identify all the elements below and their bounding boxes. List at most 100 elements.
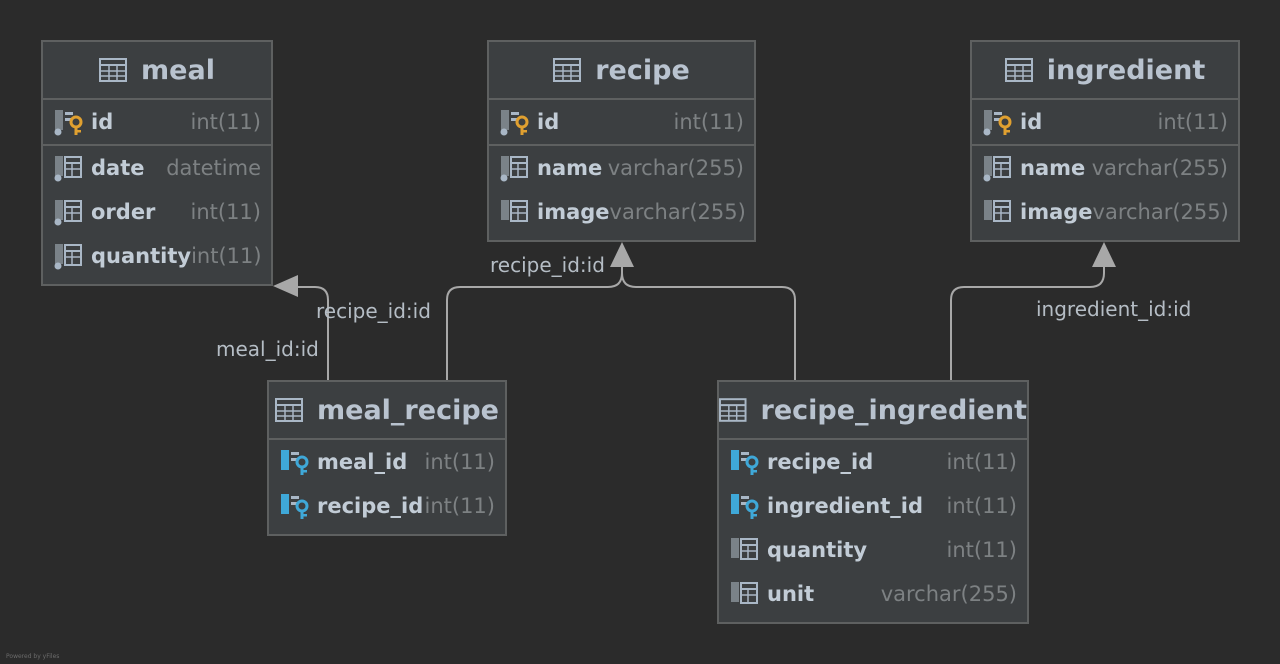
column-row[interactable]: recipe_id int(11) [269, 484, 505, 528]
table-meal[interactable]: meal id int(11) [41, 40, 273, 286]
column-type: int(11) [673, 110, 745, 134]
foreign-key-icon [281, 450, 309, 475]
column-row[interactable]: quantity int(11) [43, 234, 271, 278]
primary-key-icon [54, 110, 83, 136]
table-icon [1004, 58, 1033, 82]
table-ingredient[interactable]: ingredient id int(11) [970, 40, 1240, 242]
table-recipe-ingredient[interactable]: recipe_ingredient recipe_id int(11) [717, 380, 1029, 624]
primary-key-icon [500, 110, 529, 136]
arrowhead-meal [273, 275, 298, 297]
column-icon [984, 200, 1011, 222]
table-name: meal_recipe [317, 394, 499, 426]
relation-label-ingredient-id: ingredient_id:id [1036, 297, 1192, 321]
column-row[interactable]: image varchar(255) [972, 190, 1238, 234]
columns-section: recipe_id int(11) ingredient_id int(11) [719, 440, 1027, 616]
primary-key-section: id int(11) [972, 100, 1238, 146]
column-row[interactable]: id int(11) [489, 100, 754, 144]
column-type: varchar(255) [880, 582, 1017, 606]
foreign-key-icon [731, 494, 759, 519]
column-type: varchar(255) [1091, 156, 1228, 180]
table-icon [553, 58, 582, 82]
primary-key-icon [983, 110, 1012, 136]
column-type: varchar(255) [607, 156, 744, 180]
column-type: int(11) [190, 110, 262, 134]
connector-meal-recipe-to-meal [298, 286, 329, 380]
column-row[interactable]: recipe_id int(11) [719, 440, 1027, 484]
column-type: varchar(255) [1092, 200, 1229, 224]
column-icon [731, 582, 758, 604]
table-meal-recipe[interactable]: meal_recipe meal_id int(11) [267, 380, 507, 536]
column-row[interactable]: id int(11) [972, 100, 1238, 144]
column-type: int(11) [1157, 110, 1229, 134]
table-header: meal [43, 42, 271, 100]
table-name: recipe_ingredient [760, 394, 1027, 426]
column-row[interactable]: id int(11) [43, 100, 271, 144]
table-icon [719, 398, 747, 422]
column-type: datetime [166, 156, 261, 180]
column-name: recipe_id [317, 494, 424, 518]
relation-label-recipe-id-top: recipe_id:id [490, 253, 605, 277]
column-name: quantity [767, 538, 868, 562]
column-name: unit [767, 582, 815, 606]
column-row[interactable]: order int(11) [43, 190, 271, 234]
column-icon [500, 156, 528, 182]
table-name: ingredient [1046, 54, 1206, 86]
column-type: int(11) [424, 450, 496, 474]
column-icon [501, 200, 528, 222]
column-row[interactable]: name varchar(255) [972, 146, 1238, 190]
column-type: int(11) [191, 244, 262, 268]
table-name: recipe [595, 54, 690, 86]
column-icon [54, 200, 82, 226]
column-row[interactable]: meal_id int(11) [269, 440, 505, 484]
table-icon [275, 398, 304, 422]
column-name: name [1020, 156, 1086, 180]
primary-key-section: id int(11) [489, 100, 754, 146]
column-icon [54, 244, 82, 270]
table-recipe[interactable]: recipe id int(11) [487, 40, 756, 242]
column-name: meal_id [317, 450, 408, 474]
column-name: name [537, 156, 603, 180]
column-row[interactable]: name varchar(255) [489, 146, 754, 190]
table-icon [99, 58, 128, 82]
foreign-key-icon [281, 494, 309, 519]
column-name: id [91, 110, 114, 134]
connector-meal-recipe-to-recipe [446, 265, 623, 380]
column-name: recipe_id [767, 450, 874, 474]
table-header: meal_recipe [269, 382, 505, 440]
table-header: recipe [489, 42, 754, 100]
relation-label-meal-id: meal_id:id [216, 337, 319, 361]
powered-by-footer: Powered by yFiles [6, 653, 60, 660]
column-type: int(11) [424, 494, 496, 518]
column-type: int(11) [190, 200, 262, 224]
column-name: quantity [91, 244, 192, 268]
table-header: ingredient [972, 42, 1238, 100]
column-row[interactable]: quantity int(11) [719, 528, 1027, 572]
column-type: int(11) [946, 494, 1018, 518]
columns-section: name varchar(255) image varchar(255) [972, 146, 1238, 234]
column-type: int(11) [946, 538, 1018, 562]
column-row[interactable]: ingredient_id int(11) [719, 484, 1027, 528]
columns-section: name varchar(255) image varchar(255) [489, 146, 754, 234]
column-row[interactable]: unit varchar(255) [719, 572, 1027, 616]
arrowhead-ingredient [1092, 242, 1116, 267]
table-name: meal [141, 54, 215, 86]
column-name: image [537, 200, 610, 224]
column-type: int(11) [946, 450, 1018, 474]
foreign-key-icon [731, 450, 759, 475]
column-name: ingredient_id [767, 494, 923, 518]
column-row[interactable]: image varchar(255) [489, 190, 754, 234]
arrowhead-recipe [610, 242, 634, 267]
relation-label-recipe-id: recipe_id:id [316, 299, 431, 323]
table-header: recipe_ingredient [719, 382, 1027, 440]
column-name: date [91, 156, 145, 180]
connector-recipe-ingredient-to-recipe [621, 265, 796, 380]
column-name: id [537, 110, 560, 134]
column-icon [731, 538, 758, 560]
column-row[interactable]: date datetime [43, 146, 271, 190]
columns-section: date datetime order int(11) [43, 146, 271, 278]
column-icon [54, 156, 82, 182]
primary-key-section: id int(11) [43, 100, 271, 146]
column-icon [983, 156, 1011, 182]
